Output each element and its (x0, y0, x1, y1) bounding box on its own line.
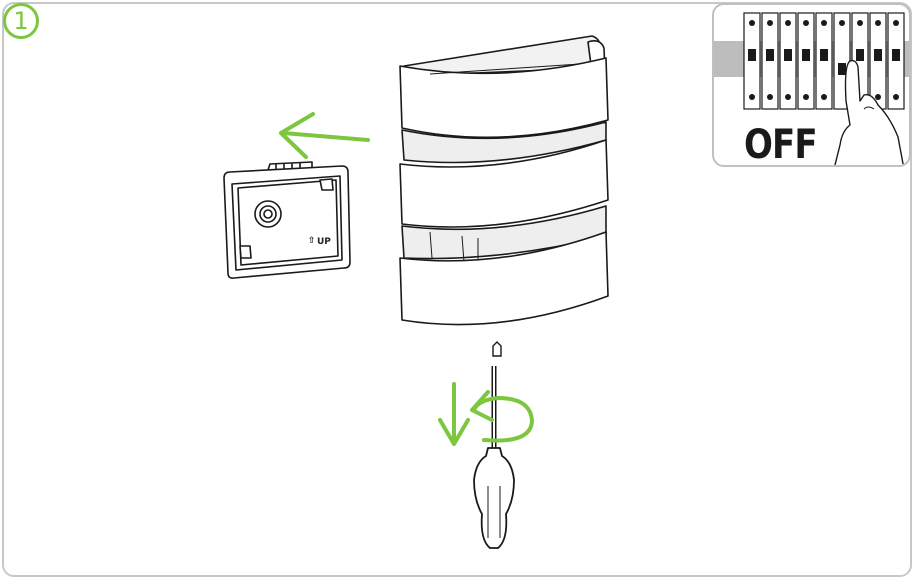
rotate-arrow-icon (470, 390, 534, 443)
screw-icon (492, 341, 502, 357)
step-number-icon: 1 (3, 3, 39, 39)
screwdriver-icon (473, 366, 515, 549)
wall-light-fixture (399, 35, 609, 326)
plate-up-label: UP (317, 237, 331, 247)
breaker-panel-icon (714, 12, 909, 110)
arrow-left-icon (279, 112, 370, 159)
off-label: OFF (744, 122, 818, 167)
arrow-down-icon (438, 382, 470, 446)
plate-up-arrow-icon: ⇧ (308, 236, 316, 246)
mounting-plate (223, 161, 351, 279)
hand-icon (834, 59, 904, 165)
breaker-off-inset: OFF (712, 3, 911, 167)
